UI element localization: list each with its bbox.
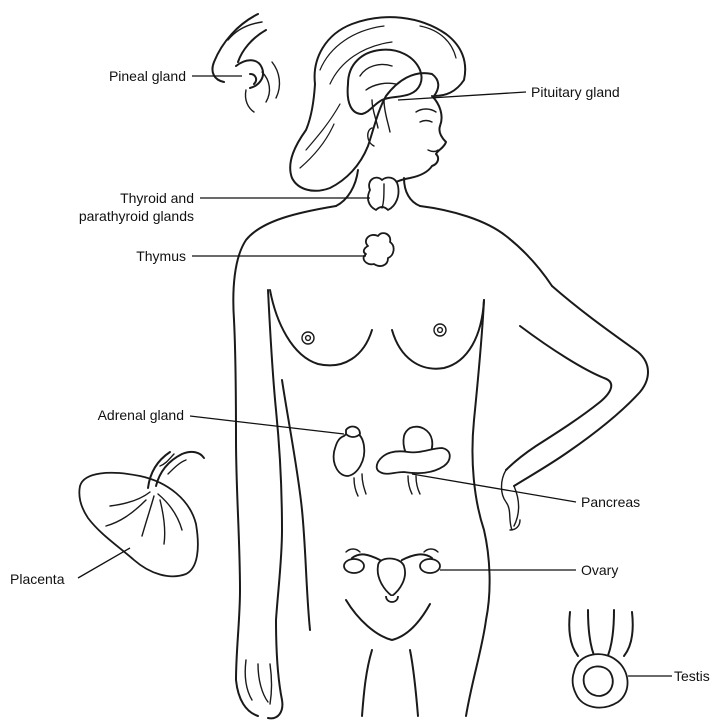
thyroid-gland-drawing — [368, 178, 399, 210]
ovary-label: Ovary — [581, 562, 618, 578]
testis-drawing — [569, 610, 632, 708]
leader-lines — [78, 76, 672, 676]
pituitary-gland-label: Pituitary gland — [531, 84, 620, 100]
pituitary-leader — [398, 92, 526, 100]
pancreas-drawing — [377, 427, 450, 494]
placenta-leader — [78, 548, 130, 578]
pineal-inset-drawing — [212, 14, 279, 112]
adrenal-leader — [190, 416, 344, 434]
pancreas-label: Pancreas — [581, 494, 640, 510]
placenta-label: Placenta — [10, 571, 65, 587]
pineal-gland-label: Pineal gland — [109, 68, 186, 84]
body-outline-drawing — [233, 170, 648, 718]
head-drawing — [290, 17, 465, 191]
adrenal-gland-label: Adrenal gland — [98, 407, 184, 423]
thymus-label: Thymus — [136, 248, 186, 264]
thyroid-label-line1: Thyroid and — [120, 190, 194, 206]
thyroid-label-line2: parathyroid glands — [79, 208, 194, 224]
testis-label: Testis — [674, 668, 710, 684]
thymus-drawing — [364, 233, 394, 266]
ovary-uterus-drawing — [344, 549, 440, 602]
adrenal-kidney-left-drawing — [334, 427, 366, 496]
pancreas-leader — [412, 474, 576, 502]
placenta-drawing — [79, 452, 204, 576]
